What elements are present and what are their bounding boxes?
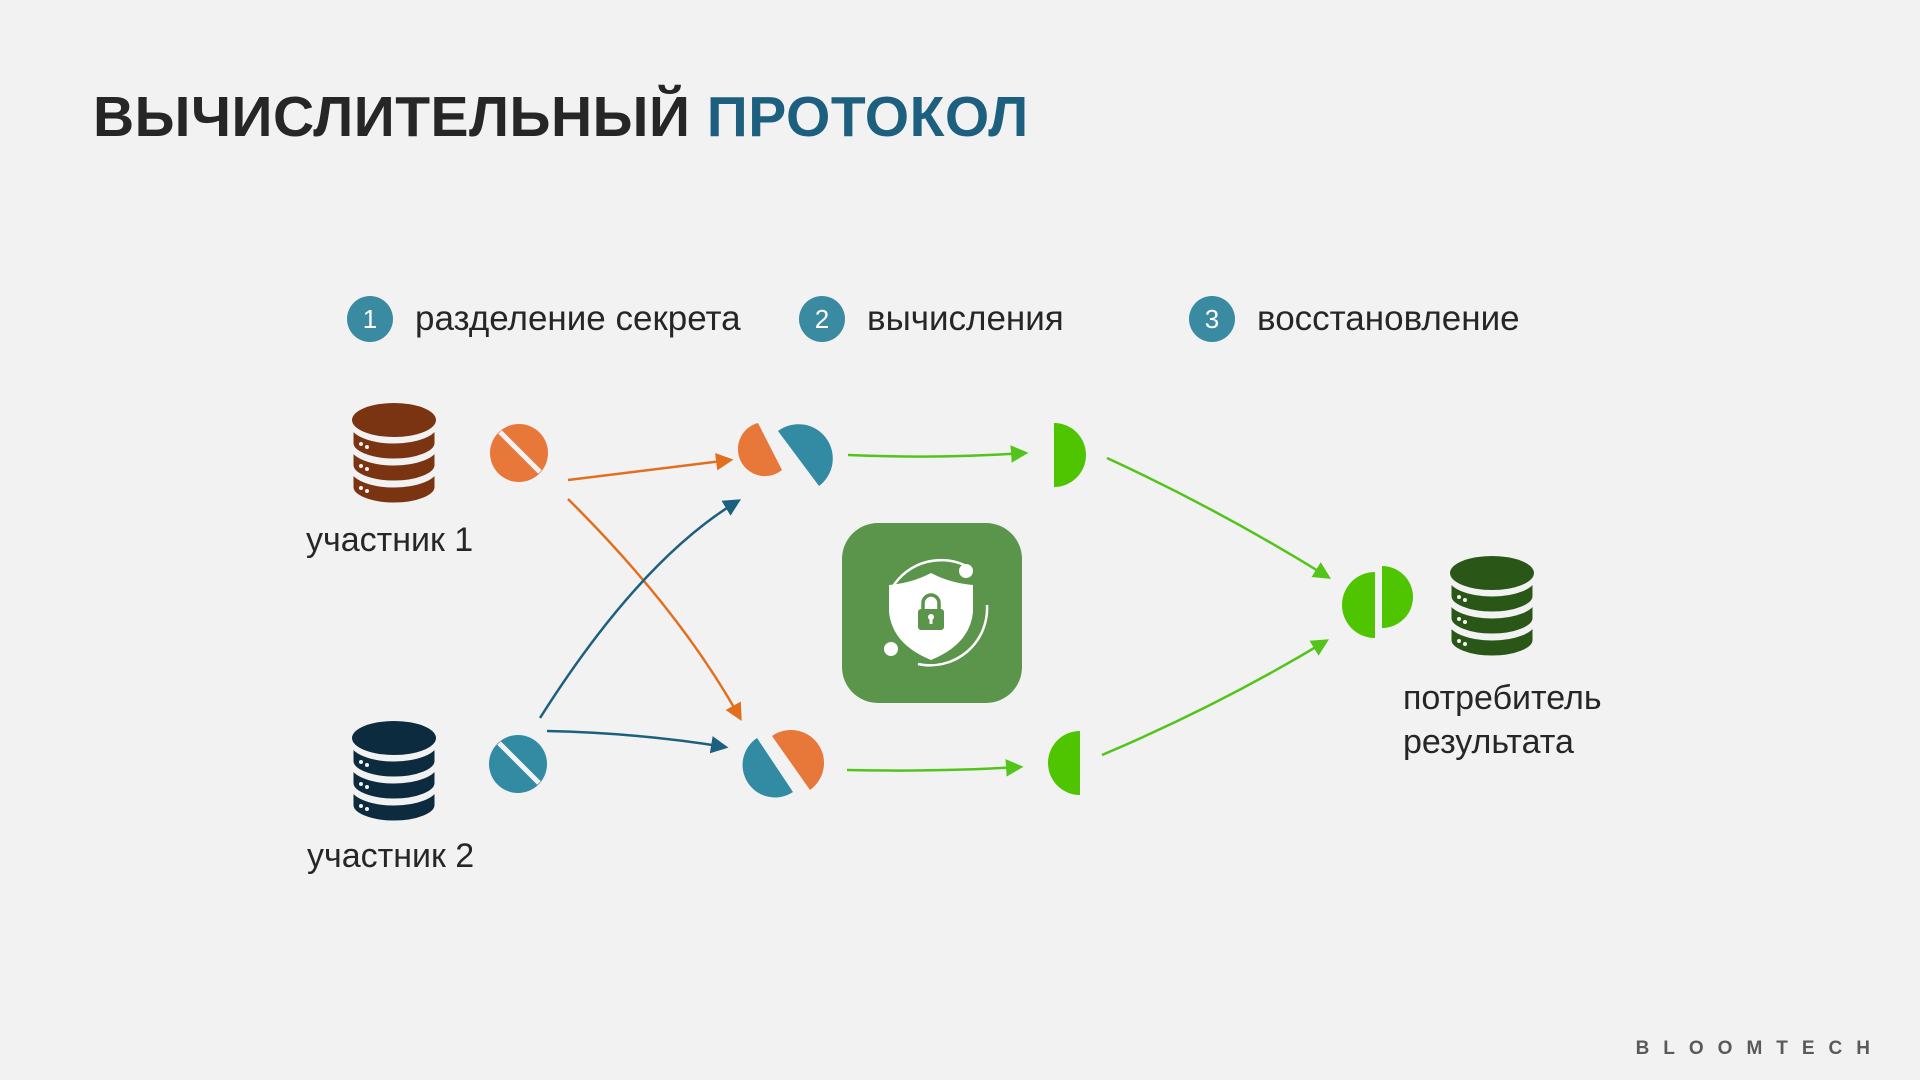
step-2-label: вычисления — [867, 299, 1064, 338]
secret-share-orange-icon — [490, 424, 548, 482]
consumer-label-line1: потребитель — [1403, 679, 1602, 717]
consumer-database-icon — [1448, 556, 1536, 659]
title-main: ВЫЧИСЛИТЕЛЬНЫЙ — [93, 85, 691, 149]
arrow-green-top — [847, 445, 1029, 463]
arrow-orange-top — [567, 453, 734, 482]
page-title: ВЫЧИСЛИТЕЛЬНЫЙ ПРОТОКОЛ — [93, 84, 1029, 150]
shield-lock-icon — [884, 558, 989, 667]
arrow-green-to-result-top — [1106, 456, 1331, 579]
arrow-blue-cross — [538, 499, 741, 719]
participant-1-database-icon — [350, 403, 438, 506]
result-share-top-icon — [1054, 423, 1086, 487]
step-3: 3 восстановление — [1189, 296, 1520, 342]
arrow-green-to-result-bottom — [1101, 639, 1329, 757]
arrow-green-bottom — [846, 759, 1024, 777]
consumer-label: потребитель результата — [1403, 676, 1602, 764]
step-1-number: 1 — [347, 296, 393, 342]
arrow-blue-bottom — [546, 729, 729, 754]
participant-2-database-icon — [350, 721, 438, 824]
brand-logo: BLOOMTECH — [1635, 1038, 1884, 1059]
participant-1-label: участник 1 — [306, 521, 474, 559]
step-3-label: восстановление — [1257, 299, 1520, 338]
arrow-orange-cross — [567, 498, 742, 722]
result-share-bottom-icon — [1048, 731, 1080, 795]
step-1: 1 разделение секрета — [347, 296, 741, 342]
title-accent: ПРОТОКОЛ — [706, 85, 1029, 149]
combined-shares-bottom-icon — [742, 729, 825, 798]
step-2-number: 2 — [799, 296, 845, 342]
secret-share-teal-icon — [489, 735, 547, 793]
consumer-label-line2: результата — [1403, 723, 1574, 761]
step-2: 2 вычисления — [799, 296, 1064, 342]
participant-2-label: участник 2 — [307, 837, 475, 875]
step-3-number: 3 — [1189, 296, 1235, 342]
step-1-label: разделение секрета — [415, 299, 741, 338]
reconstructed-result-icon — [1342, 566, 1413, 638]
combined-shares-top-icon — [737, 423, 833, 486]
secure-compute-box — [842, 523, 1022, 703]
